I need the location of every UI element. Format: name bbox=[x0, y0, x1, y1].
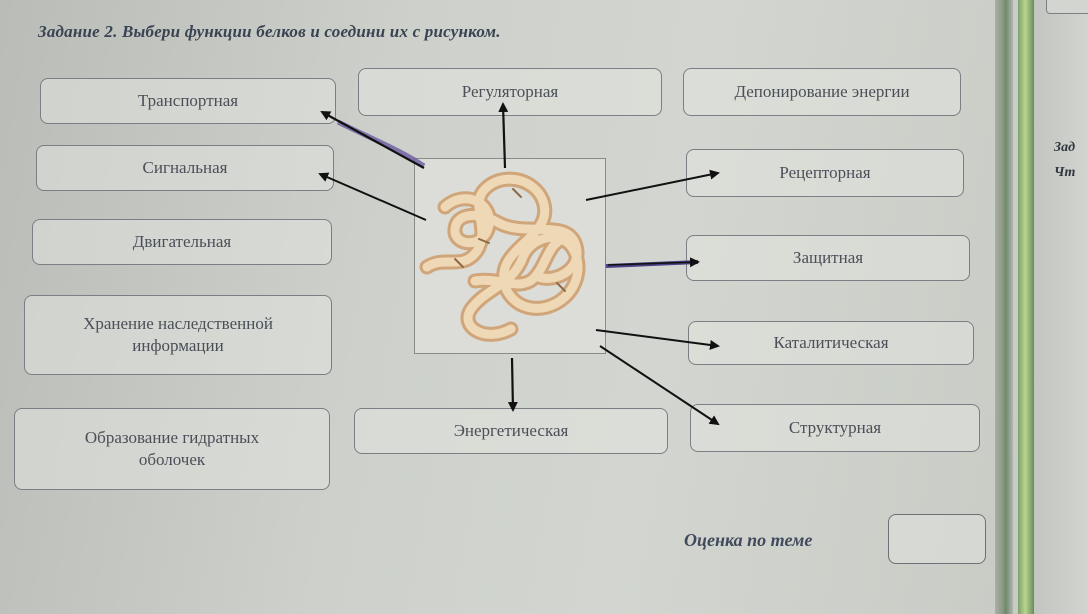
protein-tangle-image bbox=[419, 171, 586, 342]
arrow-to-transport bbox=[320, 111, 425, 169]
next-page-box bbox=[1046, 0, 1088, 14]
green-pencil bbox=[1018, 0, 1034, 614]
next-page-text-2: Чт bbox=[1054, 165, 1076, 180]
function-label: Сигнальная bbox=[142, 158, 228, 177]
protein-picture-frame bbox=[414, 158, 606, 354]
function-label: Рецепторная bbox=[779, 163, 871, 182]
arrow-to-regulatory bbox=[498, 102, 509, 169]
function-label: Образование гидратных оболочек bbox=[84, 428, 260, 469]
function-label: Каталитическая bbox=[773, 333, 889, 352]
task-title: Задание 2. Выбери функции белков и соеди… bbox=[38, 22, 501, 41]
function-label: Транспортная bbox=[137, 91, 239, 110]
arrow-to-protective bbox=[607, 257, 700, 268]
arrow-to-energetic bbox=[507, 357, 518, 412]
function-label: Депонирование энергии bbox=[734, 82, 910, 101]
next-page bbox=[1034, 0, 1088, 614]
arrow-to-receptor bbox=[585, 169, 720, 201]
function-label: Структурная bbox=[788, 418, 882, 437]
function-box-transport[interactable]: Транспортная bbox=[40, 78, 336, 124]
function-box-regulatory[interactable]: Регуляторная bbox=[358, 68, 662, 116]
function-label: Защитная bbox=[792, 248, 864, 267]
grade-label: Оценка по теме bbox=[684, 530, 813, 550]
book-spine bbox=[995, 0, 1013, 614]
function-label: Хранение наследственной информации bbox=[83, 314, 273, 355]
function-box-catalytic[interactable]: Каталитическая bbox=[688, 321, 974, 365]
next-page-text-1: Зад bbox=[1054, 140, 1076, 155]
function-label: Двигательная bbox=[132, 232, 232, 251]
function-box-energetic[interactable]: Энергетическая bbox=[354, 408, 668, 454]
function-label: Регуляторная bbox=[461, 82, 559, 101]
function-box-heredity-storage[interactable]: Хранение наследственной информации bbox=[24, 295, 332, 375]
function-box-motor[interactable]: Двигательная bbox=[32, 219, 332, 265]
arrow-to-structural bbox=[599, 345, 720, 426]
grade-box[interactable] bbox=[888, 514, 986, 564]
function-label: Энергетическая bbox=[453, 421, 569, 440]
arrow-to-signal bbox=[318, 172, 427, 221]
function-box-protective[interactable]: Защитная bbox=[686, 235, 970, 281]
function-box-energy-storage[interactable]: Депонирование энергии bbox=[683, 68, 961, 116]
function-box-signal[interactable]: Сигнальная bbox=[36, 145, 334, 191]
function-box-structural[interactable]: Структурная bbox=[690, 404, 980, 452]
arrow-to-catalytic bbox=[595, 329, 720, 350]
function-box-receptor[interactable]: Рецепторная bbox=[686, 149, 964, 197]
function-box-hydration-shells[interactable]: Образование гидратных оболочек bbox=[14, 408, 330, 490]
